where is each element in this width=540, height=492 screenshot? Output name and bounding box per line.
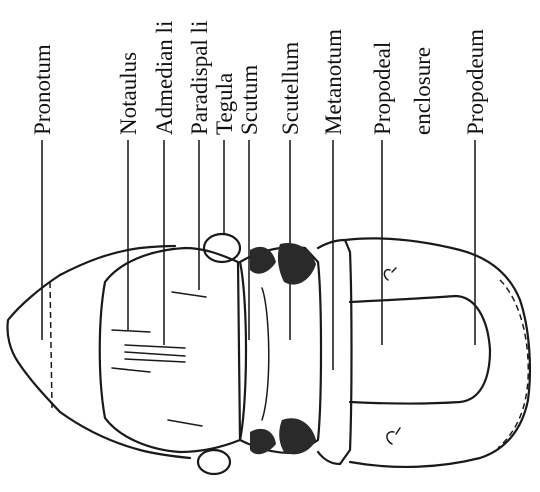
label-notaulus: Notaulus bbox=[116, 52, 141, 135]
label-pronotum: Pronotum bbox=[30, 44, 55, 135]
notaulus-upper bbox=[112, 330, 150, 332]
label-admedian-line: Admedian li bbox=[152, 21, 177, 135]
label-paradispal-line: Paradispal li bbox=[187, 21, 212, 135]
admedian-line-3 bbox=[125, 359, 185, 362]
tegula-upper bbox=[204, 234, 240, 262]
scutum-outline bbox=[100, 248, 240, 452]
pronotum-outline bbox=[7, 275, 60, 412]
propodeum-edge-dashed bbox=[498, 280, 528, 448]
pronotum-suture-dashed bbox=[50, 282, 52, 408]
label-propodeal: Propodeal bbox=[370, 42, 395, 135]
hatched-area-upper-2 bbox=[278, 243, 316, 285]
spiracle-mark-upper bbox=[384, 268, 396, 280]
notaulus-lower bbox=[112, 368, 150, 372]
paradispal-line-lower bbox=[168, 420, 202, 426]
label-metanotum: Metanotum bbox=[321, 29, 346, 135]
tegula-lower bbox=[198, 450, 230, 474]
metanotum-outline bbox=[318, 240, 352, 464]
label-propodeum: Propodeum bbox=[463, 29, 488, 135]
admedian-line-2 bbox=[125, 352, 185, 356]
label-scutum: Scutum bbox=[237, 65, 262, 135]
mesosoma-outline bbox=[7, 234, 529, 474]
propodeal-enclosure-outline bbox=[350, 296, 490, 404]
hatched-area-upper-1 bbox=[250, 247, 276, 274]
admedian-line-1 bbox=[125, 345, 185, 348]
label-group: Pronotum Notaulus Admedian li Paradispal… bbox=[30, 21, 488, 135]
scutellum-inner-curve bbox=[262, 288, 269, 420]
propodeum-outline bbox=[345, 238, 530, 466]
paradispal-line-upper bbox=[172, 292, 206, 297]
spiracle-mark-lower bbox=[387, 428, 400, 444]
label-tegula: Tegula bbox=[212, 73, 237, 135]
hatched-area-lower-2 bbox=[279, 418, 316, 454]
label-scutellum: Scutellum bbox=[278, 42, 303, 135]
scutellum-outline bbox=[240, 247, 321, 453]
label-enclosure: enclosure bbox=[410, 47, 435, 135]
